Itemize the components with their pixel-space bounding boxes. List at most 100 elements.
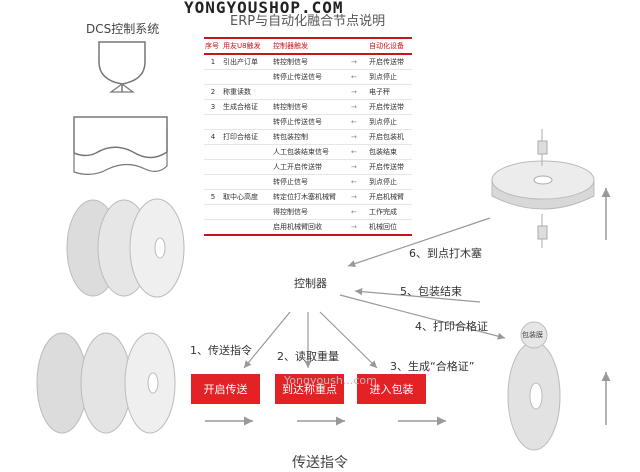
packed-tag: 包装膜 — [522, 331, 543, 339]
table-row: 转停止传送信号←到点停止 — [204, 114, 412, 130]
document-icon — [73, 116, 168, 175]
table-header — [350, 37, 368, 55]
table-row: 转停止信号←到点停止 — [204, 174, 412, 190]
table-cell: 包装结束 — [368, 144, 412, 160]
table-cell: 开启传送带 — [368, 99, 412, 115]
table-cell: 得控制信号 — [272, 204, 350, 220]
enter-packing-button[interactable]: 进入包装 — [357, 374, 426, 404]
table-row: 得控制信号←工作完成 — [204, 204, 412, 220]
table-cell: 电子秤 — [368, 84, 412, 100]
caption: 传送指令 — [292, 455, 348, 471]
table-cell — [204, 174, 222, 190]
watermark-mid: Yongyoush...com — [284, 374, 377, 387]
step6-label: 6、到点打木塞 — [409, 247, 482, 260]
arrow-step3 — [319, 311, 378, 369]
table-cell: 转控制信号 — [272, 54, 350, 70]
table-cell: ← — [350, 204, 368, 220]
table-cell: 开启传送带 — [368, 159, 412, 175]
table-cell: 4 — [204, 129, 222, 145]
table-cell — [222, 204, 272, 220]
table-cell — [222, 174, 272, 190]
table-cell — [222, 219, 272, 236]
table-cell — [204, 69, 222, 85]
table-cell — [272, 84, 350, 100]
step3-label: 3、生成“合格证” — [390, 360, 475, 373]
diagram-title: ERP与自动化融合节点说明 — [230, 14, 386, 29]
table-cell: 机械回位 — [368, 219, 412, 236]
table-cell: → — [350, 84, 368, 100]
table-cell: → — [350, 159, 368, 175]
table-cell — [222, 159, 272, 175]
table-cell — [222, 144, 272, 160]
dcs-cup-icon — [98, 41, 146, 93]
arrow-step5 — [354, 288, 481, 303]
table-cell: 2 — [204, 84, 222, 100]
table-cell: → — [350, 189, 368, 205]
table-row: 人工包装结束信号←包装结束 — [204, 144, 412, 160]
table-cell: 工作完成 — [368, 204, 412, 220]
table-cell — [222, 114, 272, 130]
table-cell: 1 — [204, 54, 222, 70]
table-cell — [204, 219, 222, 236]
table-cell: 引出产订单 — [222, 54, 272, 70]
table-cell: 转定位打木塞机械臂 — [272, 189, 350, 205]
table-cell: ← — [350, 174, 368, 190]
table-cell: 到点停止 — [368, 114, 412, 130]
table-cell: → — [350, 54, 368, 70]
disc-with-plug — [491, 129, 595, 248]
table-cell: 转控制信号 — [272, 99, 350, 115]
table-cell: ← — [350, 144, 368, 160]
table-cell: 启用机械臂回收 — [272, 219, 350, 236]
table-cell: 称重读数 — [222, 84, 272, 100]
arrow-step1 — [243, 311, 291, 369]
table-cell: ← — [350, 114, 368, 130]
step4-label: 4、打印合格证 — [415, 320, 488, 333]
table-row: 转停止传送信号←到点停止 — [204, 69, 412, 85]
table-cell — [204, 204, 222, 220]
table-cell: 生成合格证 — [222, 99, 272, 115]
table-cell — [204, 159, 222, 175]
start-conveyor-button[interactable]: 开启传送 — [191, 374, 260, 404]
table-header: 自动化设备 — [368, 37, 412, 55]
controller-label: 控制器 — [294, 277, 327, 290]
table-header: 控制器触发 — [272, 37, 350, 55]
weigh-point-button[interactable]: 到达称重点 — [275, 374, 344, 404]
coil-stack-top — [66, 198, 185, 298]
table-cell: 打印合格证 — [222, 129, 272, 145]
table-cell: 到点停止 — [368, 174, 412, 190]
watermark-top: YONGYOUSHOP.COM — [184, 0, 344, 17]
table-cell: 转停止传送信号 — [272, 69, 350, 85]
arrow-step4 — [339, 294, 506, 340]
table-cell — [222, 69, 272, 85]
table-cell: ← — [350, 69, 368, 85]
table-cell: 开启传送带 — [368, 54, 412, 70]
table-header: 用友U8触发 — [222, 37, 272, 55]
table-cell — [204, 144, 222, 160]
table-cell: 开启机械臂 — [368, 189, 412, 205]
step2-label: 2、读取重量 — [277, 350, 339, 363]
table-cell: 转停止传送信号 — [272, 114, 350, 130]
table-cell: 人工开启传送带 — [272, 159, 350, 175]
arrow-step6 — [347, 217, 491, 268]
table-cell: 到点停止 — [368, 69, 412, 85]
step1-label: 1、传送指令 — [190, 344, 252, 357]
table-cell: 开启包装机 — [368, 129, 412, 145]
table-cell: → — [350, 219, 368, 236]
table-cell: 5 — [204, 189, 222, 205]
table-cell: → — [350, 99, 368, 115]
table-cell: 转包装控制 — [272, 129, 350, 145]
coil-stack-bottom — [36, 332, 176, 434]
table-cell: → — [350, 129, 368, 145]
table-cell: 转停止信号 — [272, 174, 350, 190]
table-row: 人工开启传送带→开启传送带 — [204, 159, 412, 175]
step5-label: 5、包装结束 — [400, 285, 462, 298]
packed-coil — [507, 321, 561, 451]
table-header: 序号 — [204, 37, 222, 55]
dcs-label: DCS控制系统 — [86, 22, 160, 36]
